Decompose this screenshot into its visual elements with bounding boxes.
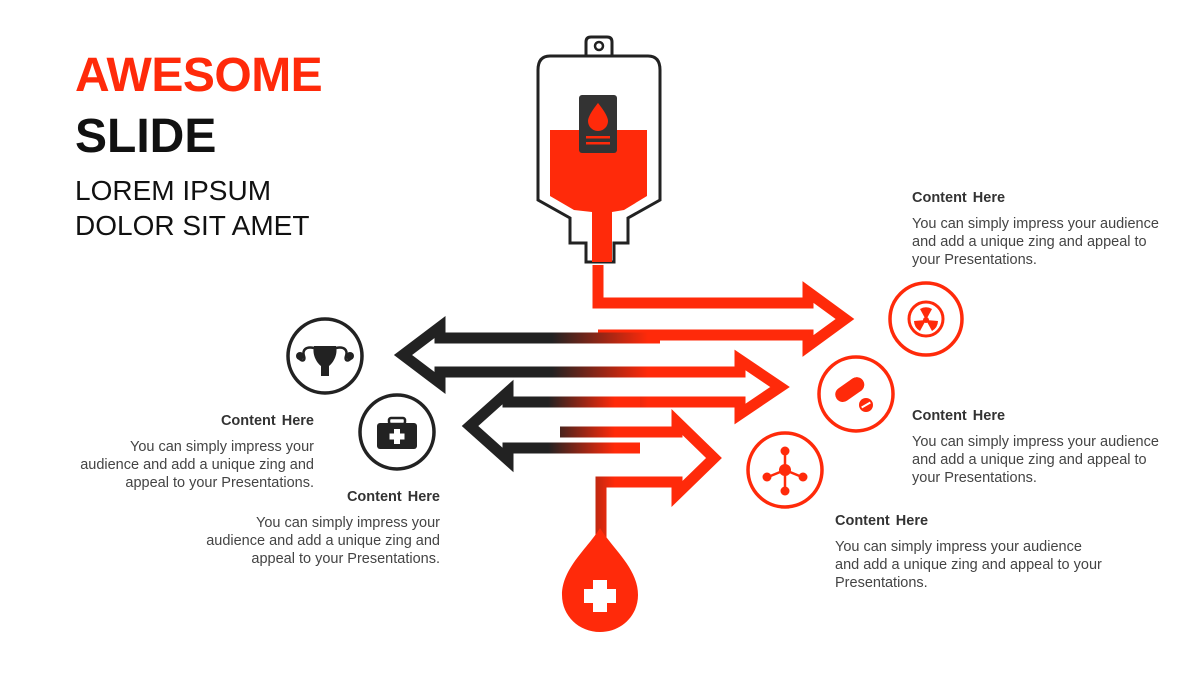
subtitle-line-1: LOREM IPSUM — [75, 175, 272, 206]
content-text: You can simply impress your audience and… — [912, 216, 1159, 268]
subtitle: LOREM IPSUM DOLOR SIT AMET — [75, 173, 395, 243]
arrow-right-1 — [592, 265, 855, 357]
content-block-4: Content Here You can simply impress your… — [70, 413, 314, 492]
content-block-1: Content Here You can simply impress your… — [912, 190, 1172, 269]
content-block-2: Content Here You can simply impress your… — [912, 408, 1172, 487]
arrow-left-2 — [461, 379, 640, 473]
radiation-icon — [888, 281, 964, 357]
arrow-right-3 — [560, 408, 722, 560]
title-line-2: SLIDE — [75, 110, 217, 163]
iv-bag-icon — [536, 35, 662, 264]
uterus-icon — [286, 317, 364, 395]
blood-drop-cross-icon — [562, 528, 638, 632]
content-heading: Content Here — [346, 489, 440, 505]
content-heading: Content Here — [912, 190, 1006, 206]
arrow-left-1 — [393, 315, 660, 395]
content-heading: Content Here — [835, 513, 929, 529]
first-aid-kit-icon — [358, 393, 436, 471]
pill-icon — [817, 355, 895, 433]
content-block-3: Content Here You can simply impress your… — [835, 513, 1105, 592]
content-text: You can simply impress your audience and… — [912, 434, 1159, 486]
content-heading: Content Here — [220, 413, 314, 429]
content-text: You can simply impress your audience and… — [80, 439, 314, 491]
content-block-5: Content Here You can simply impress your… — [196, 489, 440, 568]
content-text: You can simply impress your audience and… — [835, 539, 1102, 591]
title-line-1: AWESOME — [75, 49, 323, 102]
subtitle-line-2: DOLOR SIT AMET — [75, 210, 310, 241]
content-text: You can simply impress your audience and… — [206, 515, 440, 567]
molecule-icon — [746, 431, 824, 509]
content-heading: Content Here — [912, 408, 1006, 424]
arrow-right-2 — [470, 349, 790, 425]
